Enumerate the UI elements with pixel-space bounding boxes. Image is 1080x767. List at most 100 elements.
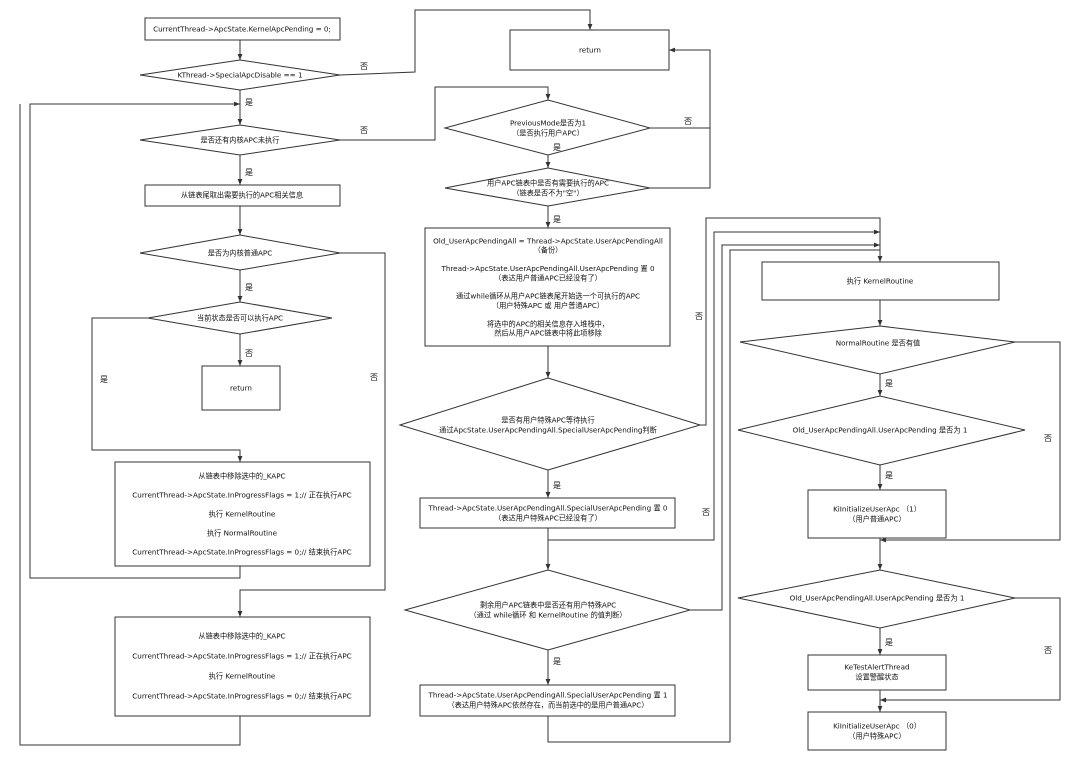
node-text-line: 是否有用户特殊APC等待执行	[501, 416, 594, 425]
node-m1	[443, 99, 652, 156]
node-text-line: （用户普通APC）	[848, 515, 905, 524]
node-text-line: 执行 KernelRoutine	[209, 510, 276, 519]
label-x2-yes: 是	[885, 379, 893, 388]
node-text-line: KThread->SpecialApcDisable == 1	[177, 71, 302, 80]
node-k1	[114, 461, 371, 567]
node-x3	[737, 395, 1026, 466]
label-m2-yes: 是	[553, 215, 561, 224]
text-m3: Old_UserApcPendingAll = Thread->ApcState…	[433, 237, 663, 338]
node-x4	[807, 489, 947, 539]
node-text-line: 通过ApcState.UserApcPendingAll.SpecialUser…	[439, 426, 657, 435]
node-x1	[761, 261, 1000, 301]
node-text-line: Old_UserApcPendingAll.UserApcPending 是否为…	[793, 426, 968, 435]
edge-labels: 否 是 否 是 是 否 是 否 否 是 是 否 是 否 是 是 否 是 是 否	[100, 62, 1052, 666]
flow-edges	[19, 9, 1061, 746]
node-text-line: 剩余用户APC链表中是否还有用户特殊APC	[480, 601, 616, 610]
node-m2	[444, 167, 651, 207]
node-texts: CurrentThread->ApcState.KernelApcPending…	[132, 25, 967, 741]
label-x5-no: 否	[1044, 646, 1052, 655]
text-x1: 执行 KernelRoutine	[847, 277, 914, 286]
node-d4	[147, 301, 333, 335]
node-r2	[201, 365, 281, 411]
text-m6: 剩余用户APC链表中是否还有用户特殊APC（通过 while循环 和 Kerne…	[469, 601, 626, 620]
node-text-line: （是否执行用户APC）	[512, 129, 584, 138]
node-text-line: CurrentThread->ApcState.InProgressFlags …	[132, 652, 351, 661]
text-d2: 是否还有内核APC未执行	[201, 136, 280, 145]
text-n2: 从链表尾取出需要执行的APC相关信息	[181, 191, 303, 200]
label-x5-yes: 是	[885, 638, 893, 647]
node-text-line: 执行 KernelRoutine	[847, 277, 914, 286]
node-text-line: 将选中的APC的相关信息存入堆栈中，	[487, 319, 609, 328]
node-text-line: 设置警醒状态	[855, 673, 898, 682]
node-m3	[424, 227, 671, 347]
label-x2-no: 否	[1044, 434, 1052, 443]
edge-d4-k1-yes	[91, 317, 243, 462]
node-text-line: 当前状态是否可以执行APC	[197, 314, 283, 323]
edge-k2-loop	[19, 104, 241, 746]
text-d1: KThread->SpecialApcDisable == 1	[177, 71, 302, 80]
text-d3: 是否为内核普通APC	[208, 249, 273, 258]
node-text-line: Thread->ApcState.UserApcPendingAll.Speci…	[427, 504, 667, 513]
node-x7	[807, 711, 947, 751]
node-text-line: （表达用户特殊APC依然存在，而当前选中的是用户普通APC）	[447, 701, 648, 710]
label-d4-no: 否	[245, 349, 253, 358]
node-text-line: return	[579, 46, 601, 55]
label-m5-no: 否	[702, 508, 710, 517]
node-text-line: （表达用户特殊APC已经没有了）	[494, 514, 602, 523]
node-m6	[403, 569, 692, 651]
node-text-line: KiInitializeUserApc （0）	[833, 722, 921, 731]
label-d3-yes: 是	[245, 283, 253, 292]
node-m7	[419, 684, 676, 717]
node-text-line: 然后从用户APC链表中将此项移除	[494, 329, 602, 338]
node-text-line: 是否还有内核APC未执行	[201, 136, 280, 145]
edge-x5-x7-no	[880, 597, 1061, 703]
text-x5: Old_UserApcPendingAll.UserApcPending 是否为…	[790, 594, 965, 603]
edge-k1-loop	[29, 101, 241, 579]
label-m6-yes: 是	[553, 657, 561, 666]
label-d3-no: 否	[370, 373, 378, 382]
text-m1: PreviousMode是否为1（是否执行用户APC）	[510, 119, 586, 138]
label-d2-yes: 是	[245, 168, 253, 177]
node-text-line: Old_UserApcPendingAll = Thread->ApcState…	[433, 237, 663, 246]
node-text-line: （用户特殊APC 或 用户普通APC）	[492, 301, 604, 310]
label-m1-yes: 是	[553, 143, 561, 152]
node-text-line: NormalRoutine 是否有值	[836, 339, 920, 348]
label-d1-yes: 是	[245, 98, 253, 107]
label-m1-no: 否	[684, 117, 692, 126]
node-text-line: 从链表中移除选中的_KAPC	[198, 632, 285, 641]
text-k1: 从链表中移除选中的_KAPC CurrentThread->ApcState.In…	[132, 472, 351, 557]
node-text-line: Thread->ApcState.UserApcPendingAll.UserA…	[440, 264, 655, 273]
node-d3	[139, 234, 341, 271]
text-r1: return	[579, 46, 601, 55]
node-d1	[139, 59, 341, 91]
node-text-line: 执行 NormalRoutine	[207, 529, 278, 538]
node-text-line: 从链表中移除选中的_KAPC	[198, 472, 285, 481]
node-text-line: （表达用户普通APC已经没有了）	[494, 273, 602, 282]
text-x2: NormalRoutine 是否有值	[836, 339, 920, 348]
node-text-line: CurrentThread->ApcState.InProgressFlags …	[132, 548, 351, 557]
text-k2: 从链表中移除选中的_KAPC CurrentThread->ApcState.In…	[132, 632, 351, 701]
node-text-line: Old_UserApcPendingAll.UserApcPending 是否为…	[790, 594, 965, 603]
node-x6	[807, 654, 947, 691]
node-text-line: CurrentThread->ApcState.InProgressFlags …	[132, 491, 351, 500]
label-d4-yes: 是	[100, 375, 108, 384]
node-x5	[737, 569, 1016, 629]
label-d1-no: 否	[360, 62, 368, 71]
text-d4: 当前状态是否可以执行APC	[197, 314, 283, 323]
edge-x2-x5-no	[880, 341, 1061, 543]
node-text-line: 执行 KernelRoutine	[209, 672, 276, 681]
node-d2	[139, 124, 341, 156]
text-x4: KiInitializeUserApc （1）（用户普通APC）	[833, 505, 921, 524]
text-n1: CurrentThread->ApcState.KernelApcPending…	[153, 25, 331, 34]
text-m2: 用户APC链表中是否有需要执行的APC（链表是否不为"空"）	[487, 179, 609, 198]
edge-m2-r1-no	[650, 128, 711, 189]
node-n1	[144, 17, 341, 41]
node-k2	[114, 616, 371, 717]
node-text-line: PreviousMode是否为1	[510, 119, 586, 128]
edge-d1-r1-no	[339, 9, 593, 76]
node-text-line: （备份）	[534, 246, 563, 255]
edge-m4-x1-no	[700, 217, 883, 426]
node-text-line: CurrentThread->ApcState.KernelApcPending…	[153, 25, 331, 34]
edge-m7-x1	[547, 249, 880, 743]
